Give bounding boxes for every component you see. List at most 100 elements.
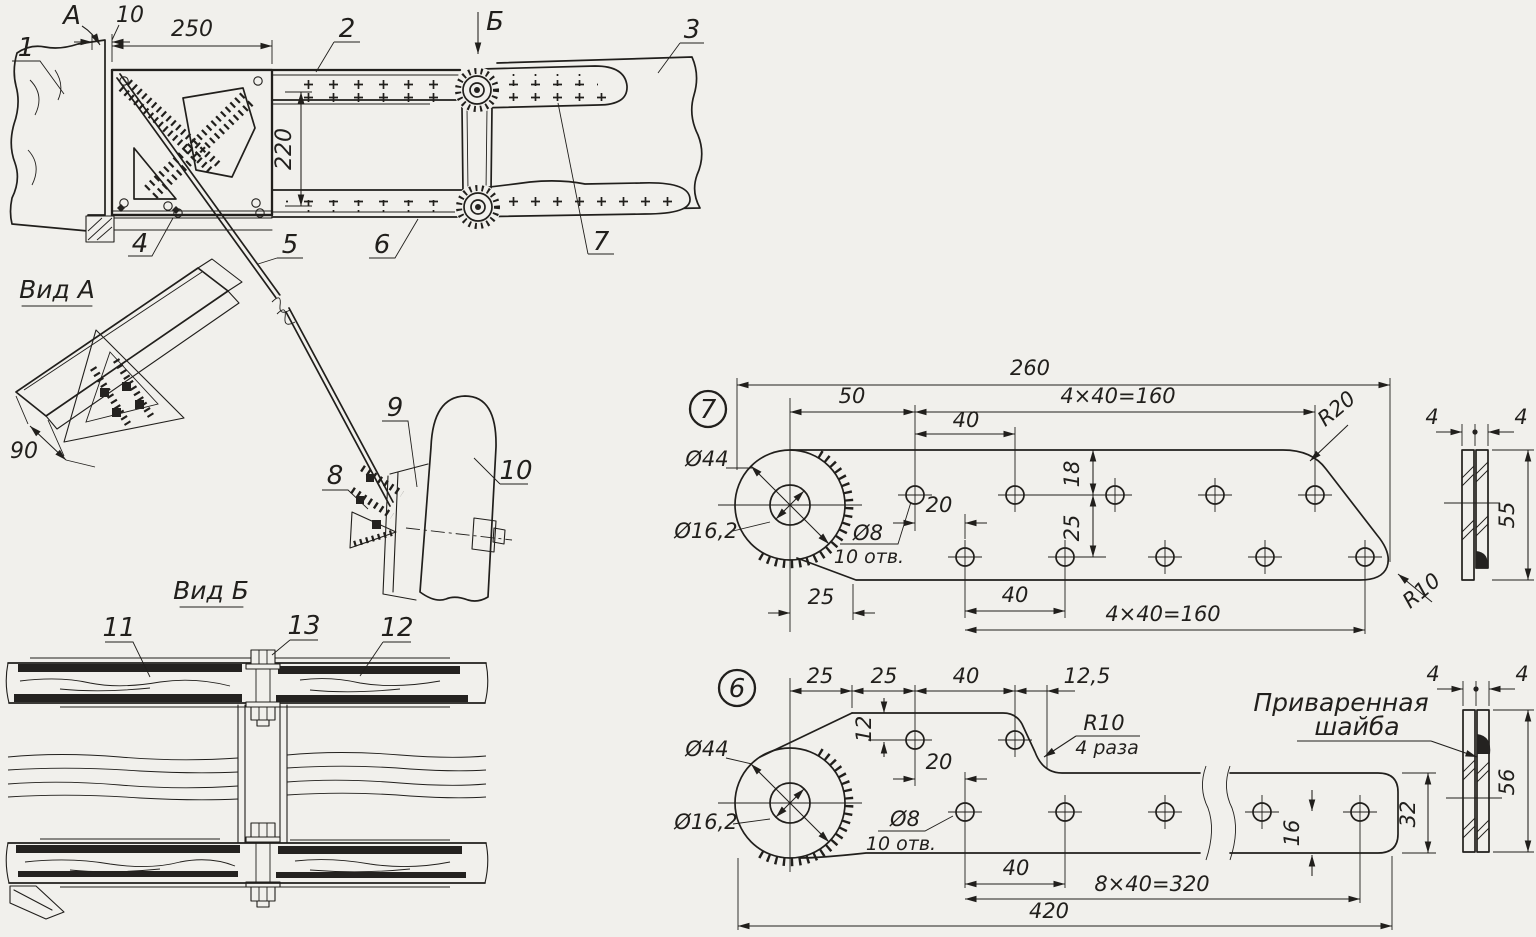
part6-outline [718, 678, 1399, 872]
part6-callout: 6 [717, 668, 757, 708]
part6-dim-r10n: 4 раза [1075, 737, 1139, 759]
plan-dimensions: А 10 250 Б 220 [61, 1, 504, 207]
part7-dim-18: 18 [1060, 461, 1084, 488]
part6-dim-hole: Ø8 [889, 807, 920, 831]
part6-dim-32: 32 [1396, 801, 1420, 828]
part7-section-t2: 4 [1514, 405, 1527, 429]
plate-cutout-triangle [133, 147, 177, 200]
bolt-assembly [237, 649, 288, 908]
callout-2: 2 [339, 14, 356, 44]
part7-detail: 7 260 50 4×40=160 40 18 25 20 Ø44 [673, 356, 1534, 634]
dim-90: 90 [10, 439, 38, 464]
panel-board [491, 56, 703, 213]
part6-dim-12: 12 [852, 716, 876, 743]
part7-dim-b40: 40 [1002, 583, 1029, 607]
beam-top [5, 657, 489, 708]
hinge-gear-top [454, 67, 500, 113]
part6-dim-125: 12,5 [1064, 664, 1111, 688]
plan-view: А 10 250 Б 220 1 2 3 4 5 6 7 [9, 1, 704, 507]
callout-1: 1 [18, 33, 35, 63]
weld-marks [304, 90, 446, 102]
corner-bracket [9, 885, 65, 920]
callout-4: 4 [132, 229, 149, 259]
part6-dim-r10: R10 [1083, 711, 1124, 735]
part7-dim-boss: Ø44 [684, 447, 728, 471]
note-line1: Приваренная [1253, 688, 1428, 717]
part7-dim-25: 25 [1060, 515, 1084, 542]
part7-dim-260: 260 [1010, 356, 1050, 380]
part6-detail: 6 25 25 40 12,5 12 20 Ø44 [673, 662, 1534, 930]
runner-edges [7, 752, 487, 801]
weld-marks [286, 200, 451, 212]
part7-dim-50: 50 [839, 384, 866, 408]
dim-220: 220 [272, 128, 297, 170]
tie-rod [116, 73, 394, 507]
part6-dim-b40: 40 [1003, 856, 1030, 880]
dim-250: 250 [171, 17, 213, 42]
plan-callouts: 1 2 3 4 5 6 7 [12, 14, 704, 265]
part7-dim-20: 20 [926, 493, 953, 517]
view-b: Вид Б [5, 576, 489, 920]
callout-7: 7 [593, 227, 610, 257]
part6-section-t2: 4 [1515, 662, 1528, 686]
bracket-plate [110, 68, 274, 218]
callout-11: 11 [102, 613, 135, 643]
wood-grain [24, 859, 451, 873]
part7-dim-r20: R20 [1313, 386, 1360, 431]
part6-section: 4 4 56 [1426, 662, 1534, 853]
break-lines [1202, 765, 1236, 861]
part7-callout: 7 [688, 389, 728, 429]
view-b-marker: Б [486, 7, 504, 37]
part7-dim-pitch-top: 4×40=160 [1060, 384, 1175, 408]
part6-holes [898, 723, 1377, 829]
part6-dim-20: 20 [926, 750, 953, 774]
callout-10: 10 [499, 456, 532, 486]
wall [9, 39, 273, 243]
part6-dim-bore: Ø16,2 [673, 810, 737, 834]
callout-9: 9 [387, 393, 404, 423]
part7-section-h: 55 [1495, 502, 1519, 529]
part6-dim-boss: Ø44 [684, 737, 728, 761]
weld-marks [492, 74, 598, 86]
callout-8: 8 [327, 461, 344, 491]
part6-section-h: 56 [1495, 769, 1519, 796]
part6-dim-25b: 25 [871, 664, 898, 688]
wheel [405, 395, 513, 602]
view-a: Вид А 90 [10, 258, 243, 468]
part7-dim-40: 40 [953, 408, 980, 432]
view-a-board [15, 258, 243, 430]
weld-marks [488, 89, 608, 101]
wood-grain [19, 678, 441, 693]
part7-dim-b25: 25 [808, 585, 835, 609]
dim-10: 10 [116, 3, 144, 28]
view-b-title: Вид Б [173, 576, 249, 605]
view-a-title: Вид А [19, 275, 95, 304]
part7-dim-pitch-bot: 4×40=160 [1105, 602, 1220, 626]
callout-5: 5 [282, 230, 299, 260]
part6-note: Приваренная шайба [1253, 688, 1478, 758]
part6-dim-holes: 10 отв. [866, 833, 936, 855]
part6-dim-420: 420 [1029, 899, 1069, 923]
view-a-marker: А [61, 1, 81, 31]
part6-number: 6 [729, 674, 746, 704]
rod-clamp [349, 465, 404, 549]
part6-dim-16: 16 [1280, 820, 1304, 847]
weld-marks [292, 79, 454, 91]
part7-dim-r10: R10 [1398, 568, 1445, 613]
weld-marks [500, 194, 680, 206]
part7-dim-holes: 10 отв. [834, 546, 904, 568]
welded-washer [1477, 734, 1491, 754]
callout-13: 13 [287, 611, 320, 641]
part7-section-t1: 4 [1425, 405, 1438, 429]
part7-holes [898, 478, 1382, 574]
part7-dim-bore: Ø16,2 [673, 519, 737, 543]
hinge-link [461, 106, 493, 193]
view-a-gusset [63, 329, 185, 443]
view-b-callouts: 11 13 12 [102, 611, 414, 678]
view-a-dimension: 90 [10, 395, 96, 468]
beam-bottom [5, 838, 489, 888]
hinge-gear-bottom [455, 184, 501, 230]
lower-strap [271, 180, 691, 218]
part6-dim-40: 40 [953, 664, 980, 688]
